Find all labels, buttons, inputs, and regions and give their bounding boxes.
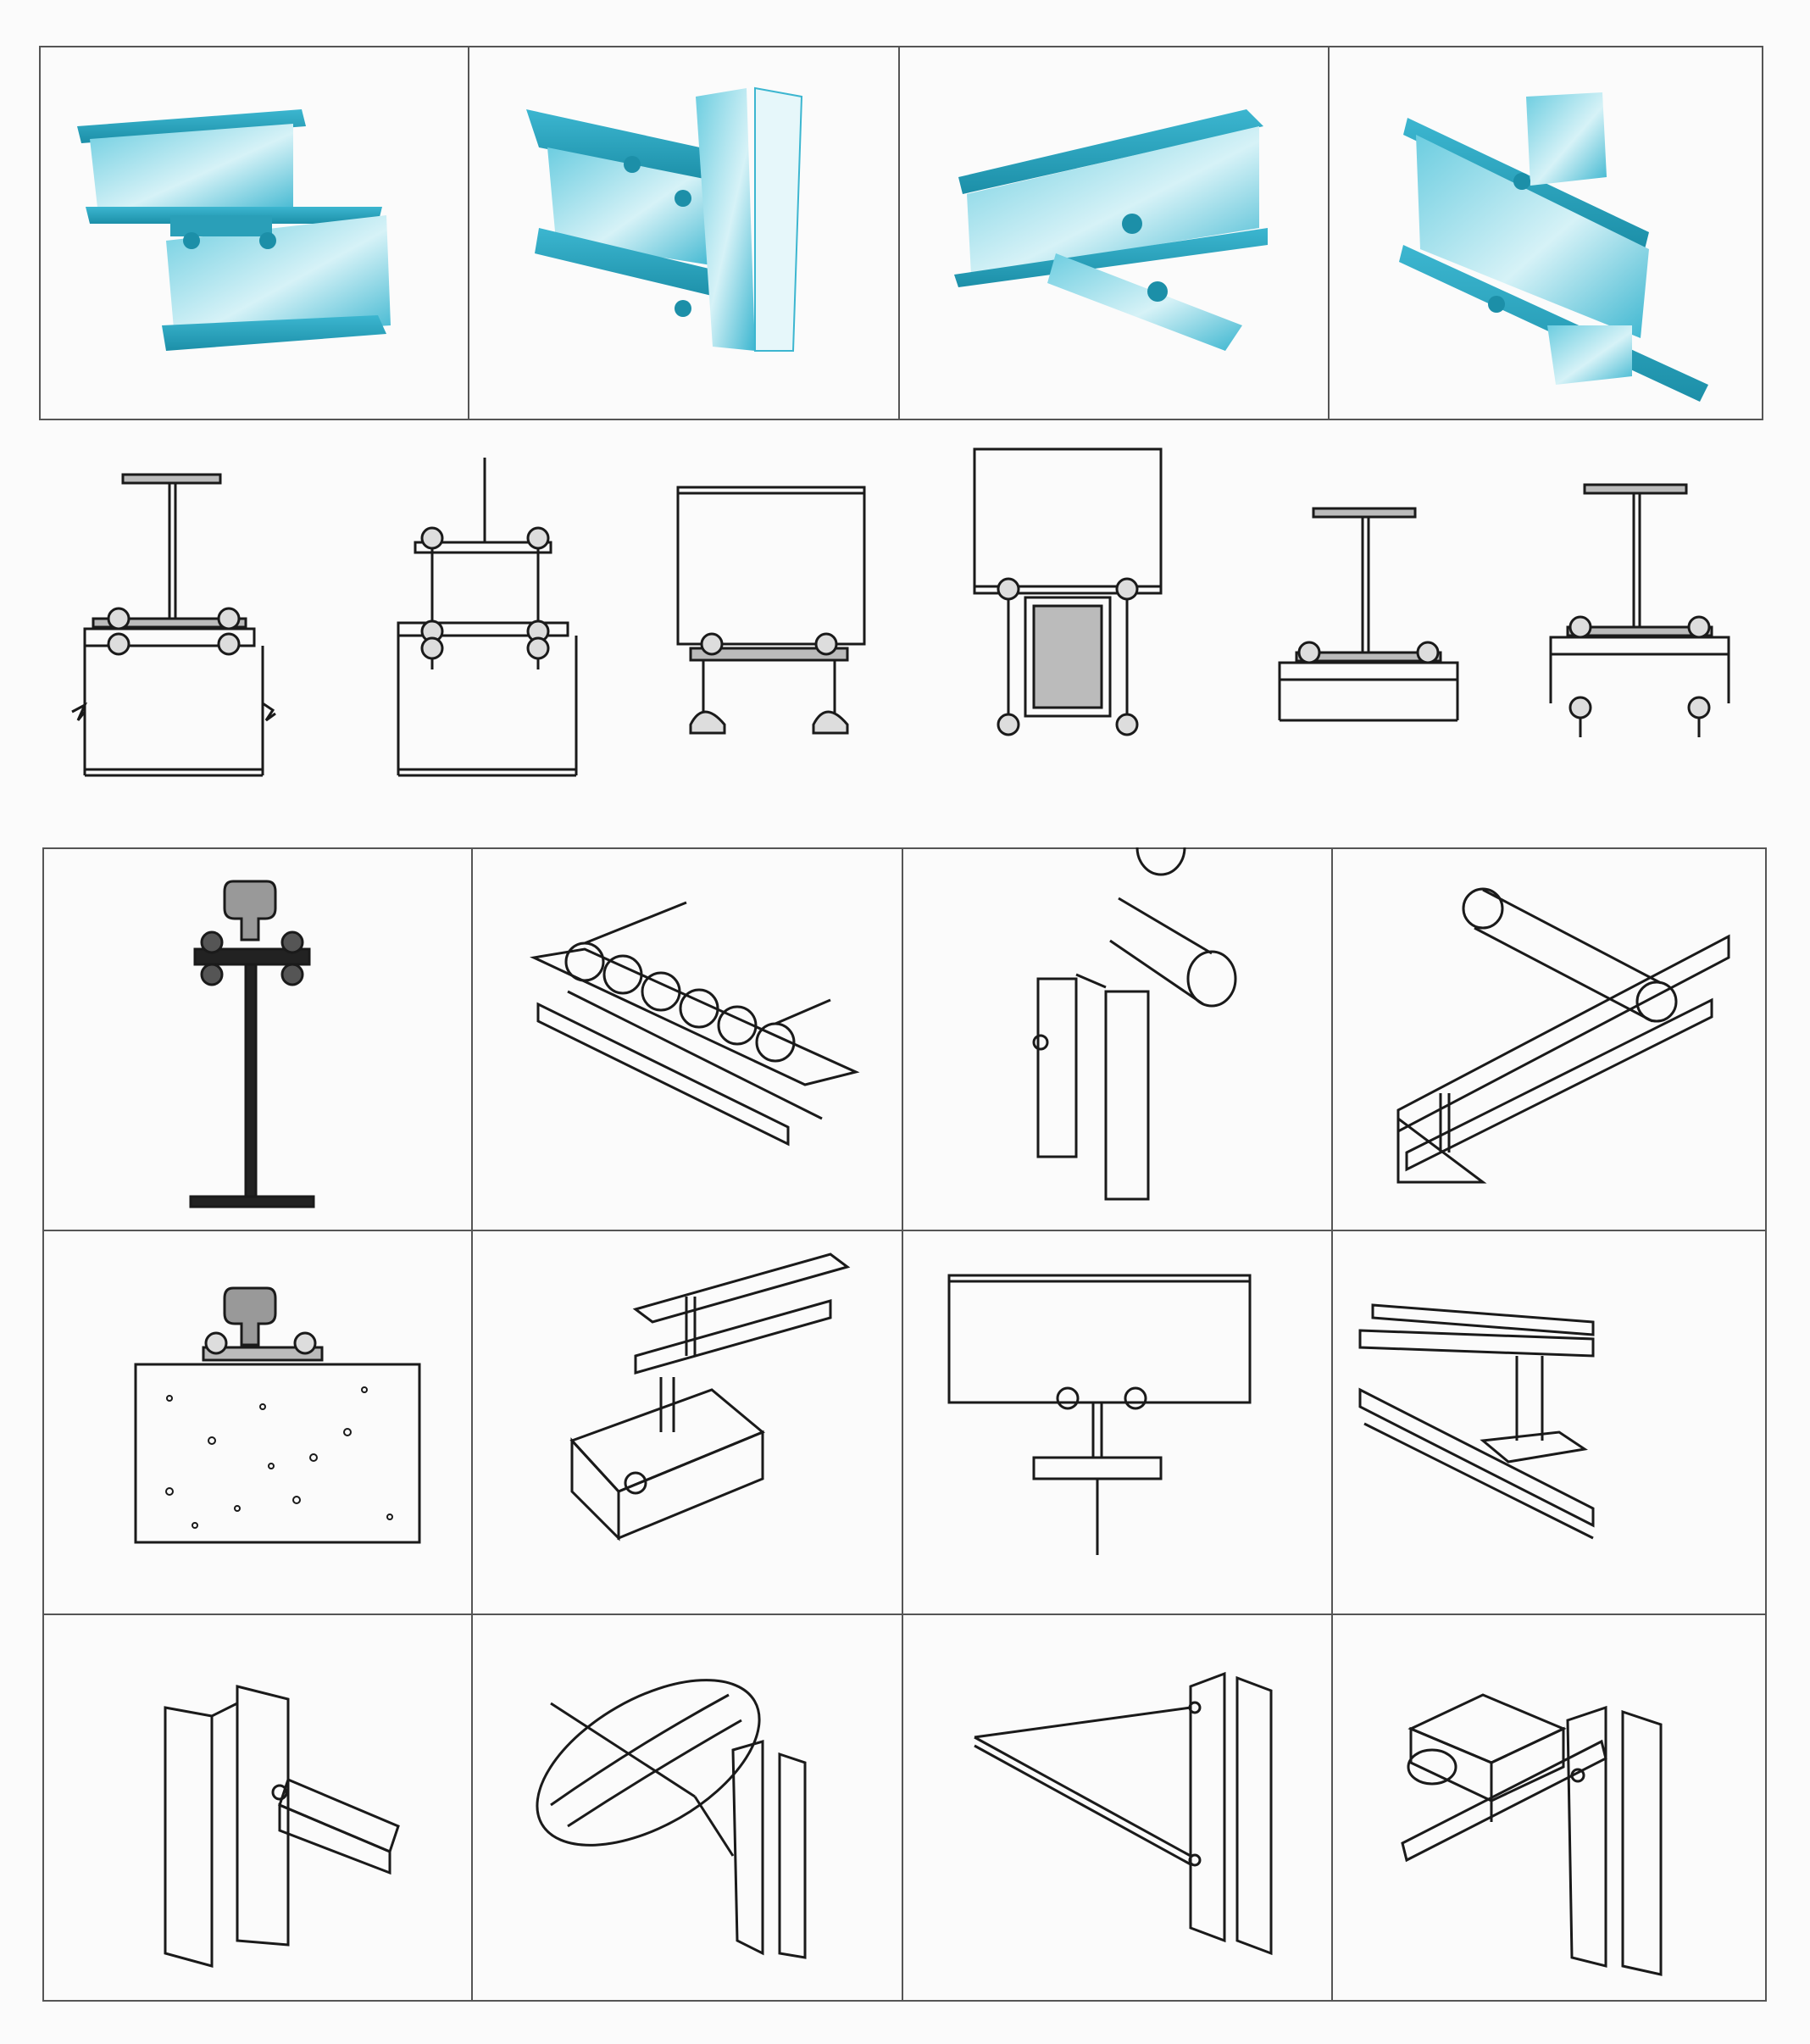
- lamp-hung-from-beam: [569, 1253, 851, 1541]
- top-row-frame: [39, 46, 1763, 420]
- rail-on-i-beam: [189, 880, 315, 1208]
- section-clamp-t-double-plate: [397, 458, 578, 777]
- application-grid: [42, 847, 1767, 2002]
- pipe-on-i-beam: [1396, 887, 1730, 1184]
- lamp-on-column-bracket: [1401, 1693, 1663, 1976]
- section-row: [59, 441, 1754, 797]
- rail-on-concrete: [134, 1286, 421, 1544]
- pipe-rack-on-beams: [529, 901, 860, 1147]
- beam-to-column-clamp-connection: [526, 86, 803, 352]
- beam-to-beam-clamp-connection-1: [77, 109, 391, 351]
- pipe-on-column-bracket: [1032, 847, 1237, 1201]
- tie-rod-on-column: [974, 1671, 1273, 1956]
- section-clamp-t-on-flange: [1278, 507, 1459, 722]
- post-between-beams: [1358, 1303, 1595, 1540]
- section-clamp-hanger-under-beam: [676, 486, 866, 735]
- section-clamp-channel-under-beam: [973, 447, 1163, 736]
- hanger-rod-under-beam: [947, 1274, 1252, 1555]
- section-clamp-t-double-side: [1549, 483, 1730, 737]
- angle-on-column: [164, 1685, 400, 1968]
- beam-cross-clamp-connection: [1399, 92, 1708, 402]
- section-clamp-t-on-beam: [71, 473, 276, 777]
- angled-beam-clamp-connection: [954, 109, 1268, 351]
- satellite-dish-on-column: [536, 1679, 807, 1959]
